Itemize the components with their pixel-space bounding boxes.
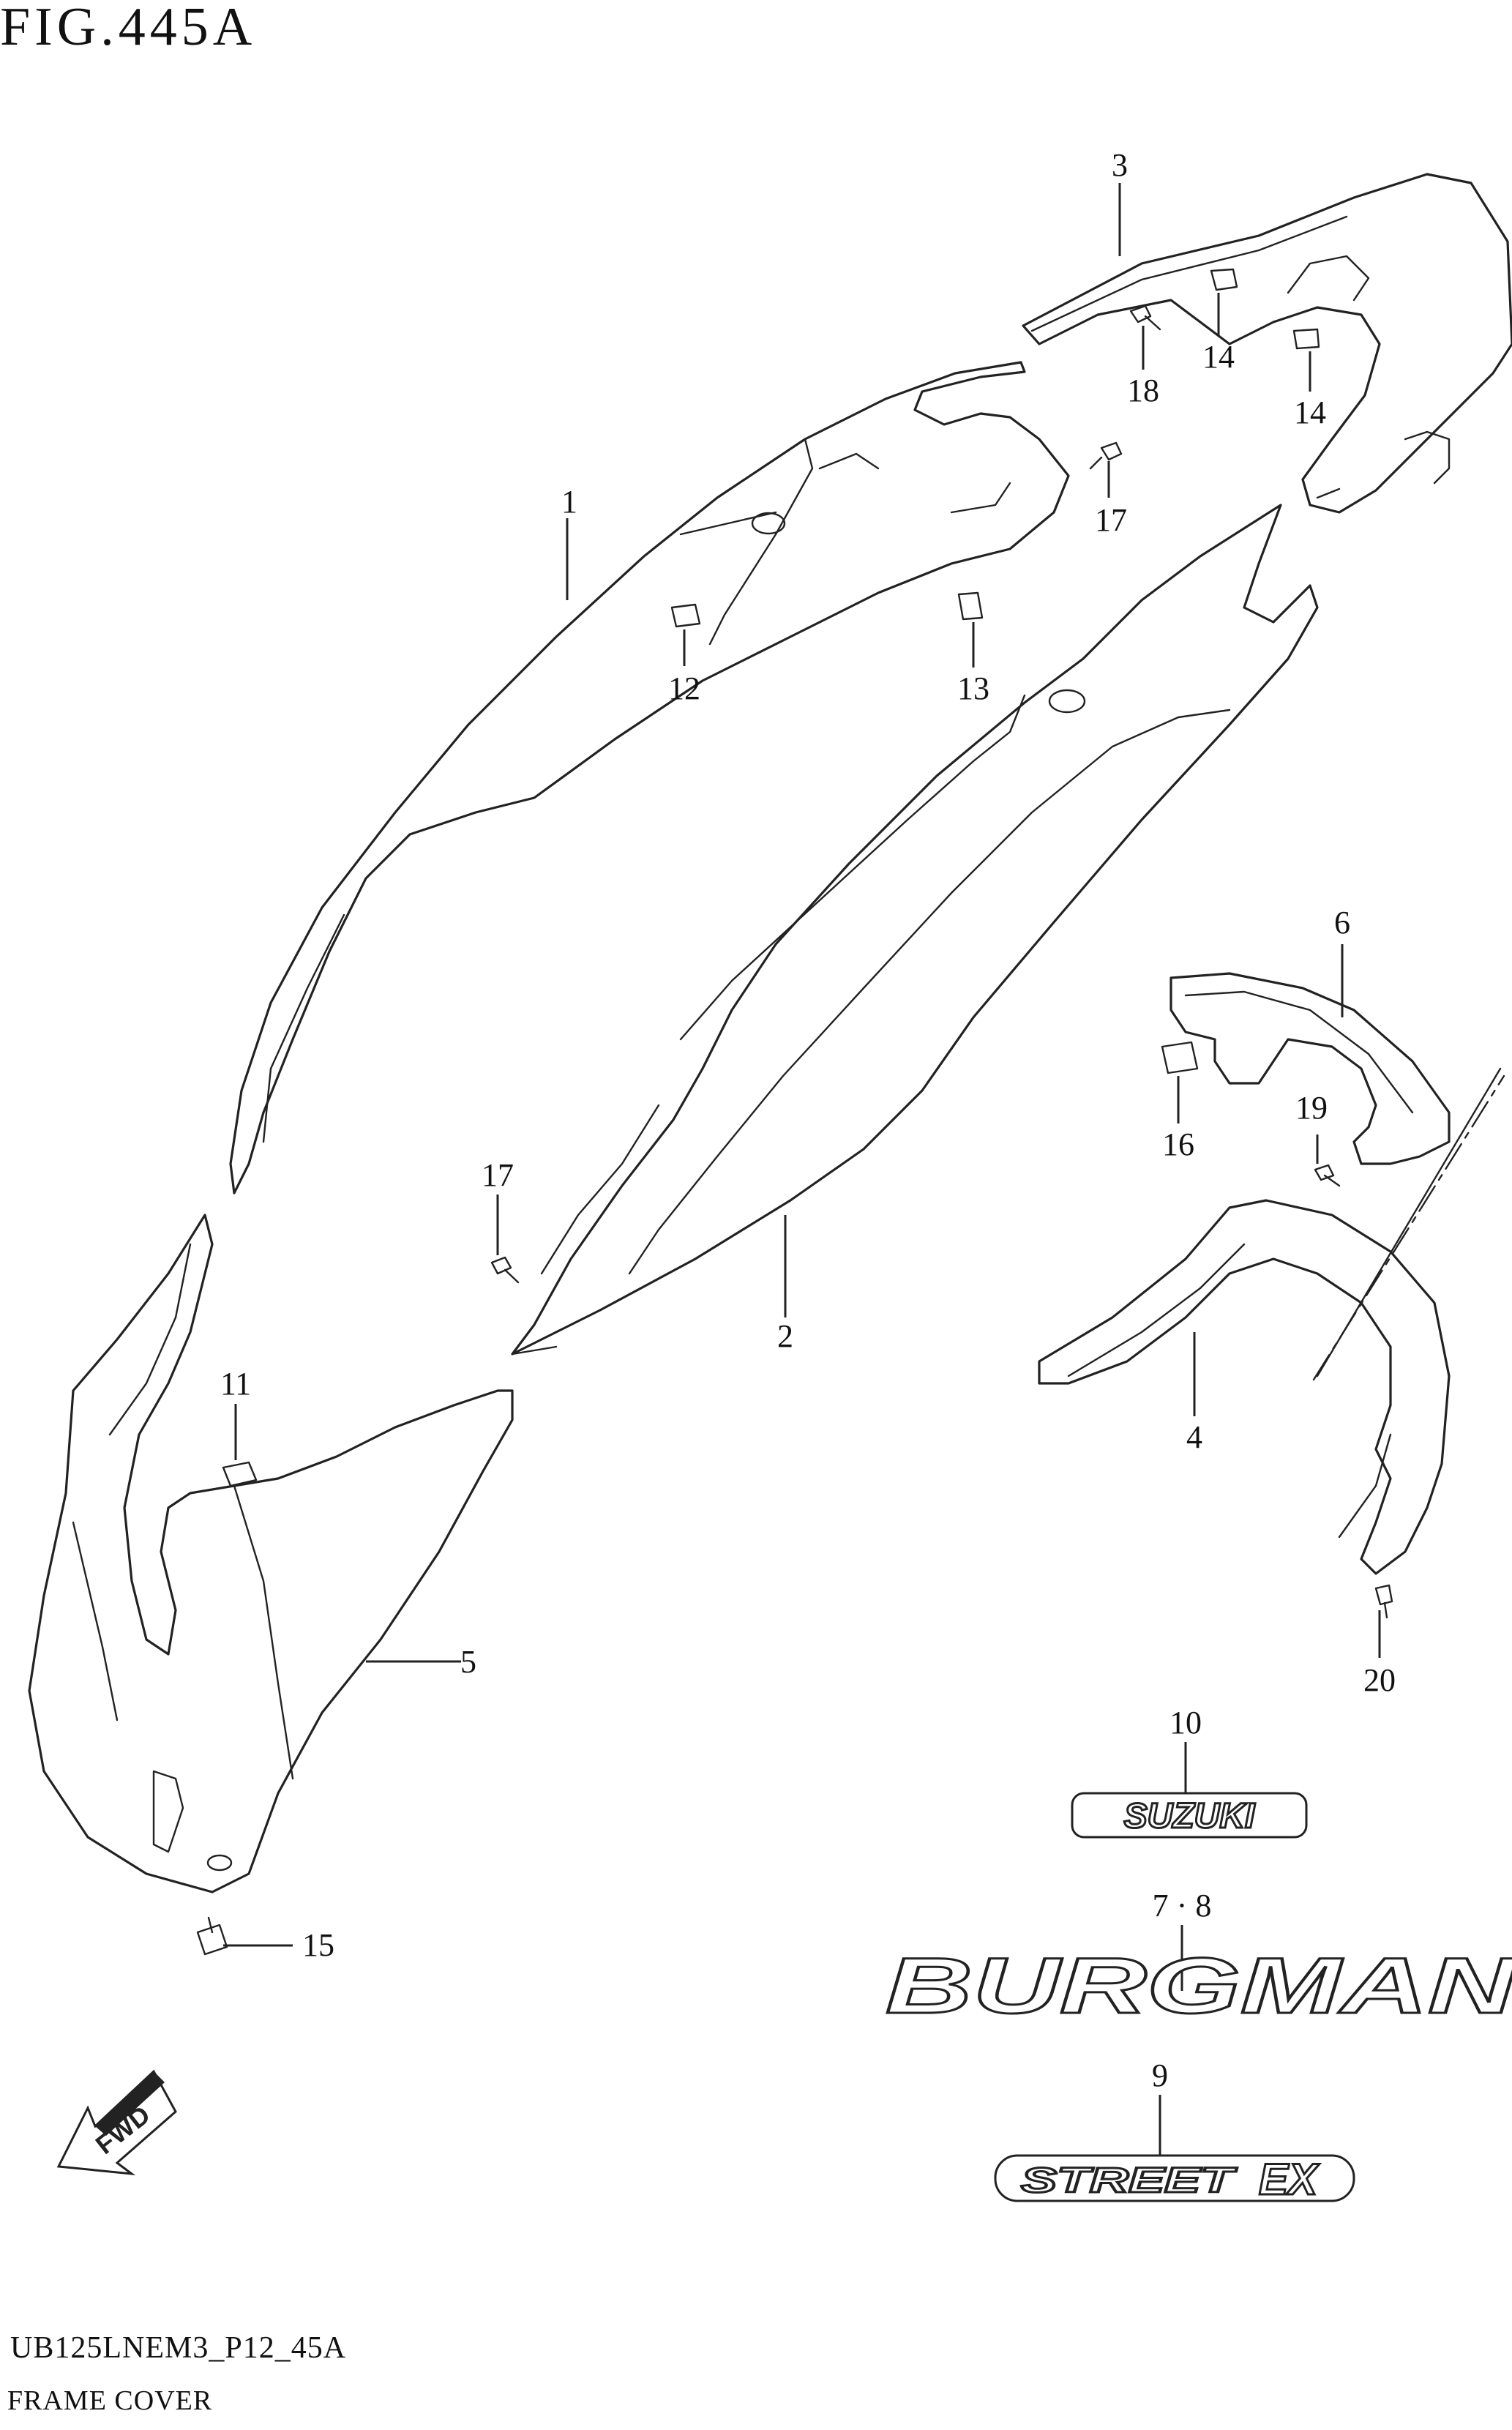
figure-title: FIG.445A [0,0,257,57]
figure-code: UB125LNEM3_P12_45A [10,2331,347,2365]
emblem-burgman: BURGMAN [885,1940,1512,2031]
svg-text:EX: EX [1259,2155,1320,2204]
emblem-suzuki: SUZUKI [1071,1792,1308,1839]
nut-11-icon [222,1461,258,1487]
callout-5: 5 [460,1644,476,1680]
callout-14b: 14 [1294,395,1326,430]
callout-17b: 17 [482,1157,514,1193]
callout-3: 3 [1112,147,1128,183]
clip-14b-icon [1292,328,1320,350]
callout-18: 18 [1127,373,1159,408]
part-5-leg-shield [28,1214,514,1893]
clip-16-icon [1161,1041,1199,1074]
callout-10: 10 [1169,1705,1202,1741]
callout-labels: 3 1 2 4 5 6 7 · 8 9 10 11 12 13 14 14 15… [220,147,1396,2093]
leader-lines [223,183,1381,2163]
svg-text:STREET: STREET [1021,2161,1238,2200]
callout-2: 2 [777,1318,793,1354]
callout-7-8: 7 · 8 [1153,1888,1212,1924]
callout-16: 16 [1162,1126,1194,1162]
clip-14a-icon [1210,268,1238,291]
fwd-arrow-icon: FWD [56,2069,177,2176]
callout-9: 9 [1152,2057,1168,2093]
svg-text:SUZUKI: SUZUKI [1124,1797,1256,1836]
figure-name: FRAME COVER [7,2385,213,2416]
screw-20-icon [1374,1584,1393,1619]
screw-17b-icon [490,1256,520,1284]
callout-13: 13 [957,670,989,706]
clip-13-icon [957,591,984,621]
part-3-rear-cover [1022,173,1512,514]
callout-20: 20 [1363,1662,1396,1698]
callout-14a: 14 [1202,339,1235,375]
callout-6: 6 [1334,905,1350,941]
screw-19-icon [1314,1164,1341,1187]
emblem-street-ex: STREET EX [994,2154,1355,2205]
callout-11: 11 [220,1366,251,1402]
callout-17a: 17 [1095,502,1127,538]
callout-1: 1 [561,484,577,520]
rivet-15-icon [196,1916,228,1956]
part-2-side-cover [511,504,1319,1356]
screw-18-icon [1129,304,1161,331]
clip-12-icon [670,603,701,628]
callout-19: 19 [1295,1090,1328,1126]
callout-15: 15 [302,1927,334,1963]
callout-4: 4 [1186,1419,1202,1455]
screw-17a-icon [1089,441,1123,470]
part-1-frame-cover-upper [229,361,1070,1195]
svg-text:BURGMAN: BURGMAN [886,1941,1512,2030]
fasteners [196,268,1393,1956]
callout-12: 12 [668,670,700,706]
part-6-grab-handle [1169,972,1451,1165]
part-4-rear-lower-cover [1038,1067,1505,1575]
